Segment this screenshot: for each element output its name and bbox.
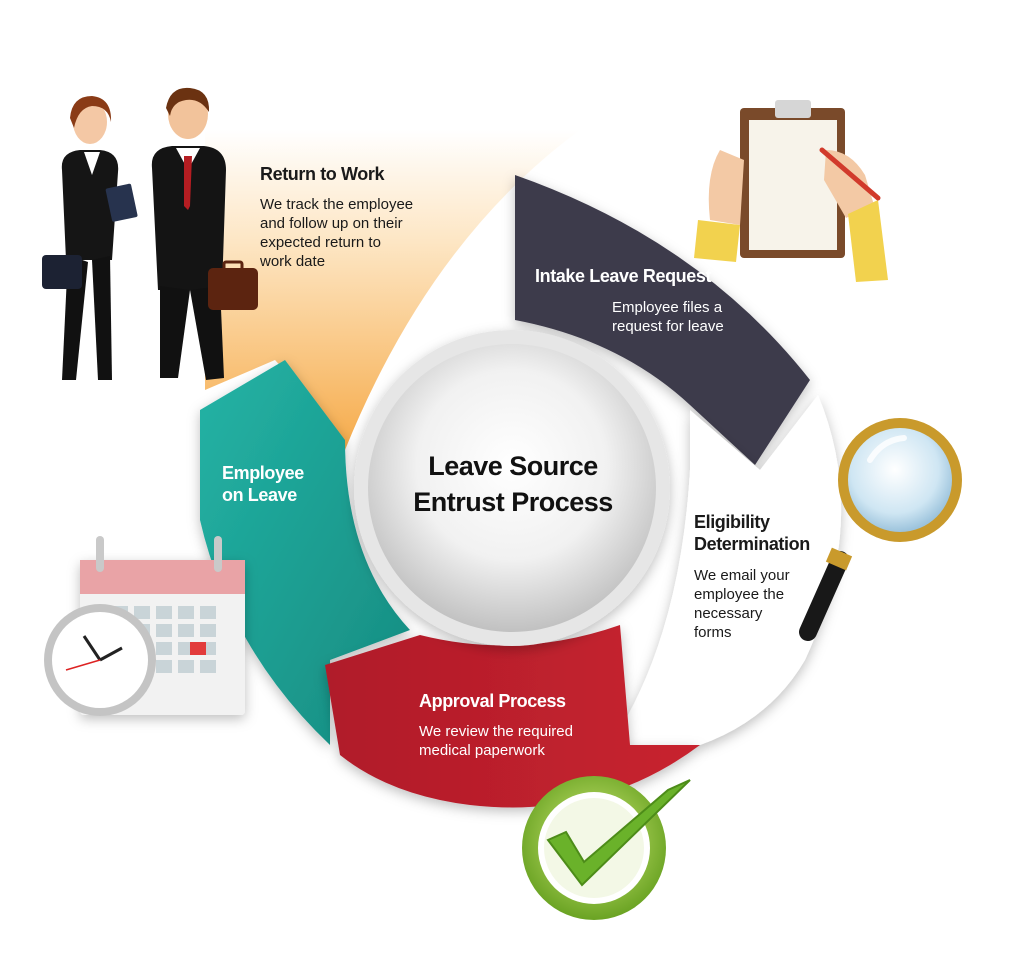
eligibility-determination-title: Eligibility Determination: [694, 511, 810, 555]
magnifying-glass-icon: [799, 418, 962, 641]
segment-employee-on-leave: [200, 360, 410, 745]
eligibility-desc-line: necessary: [694, 605, 763, 622]
intake-desc-line: Employee files a: [612, 299, 723, 316]
eligibility-title-line: Eligibility: [694, 512, 770, 532]
diagram-title-line-2: Entrust Process: [413, 487, 613, 517]
calendar-clock-icon: [44, 536, 245, 716]
return-to-work-desc-line: work date: [260, 253, 326, 270]
eligibility-title-line: Determination: [694, 534, 810, 554]
segment-intake-leave-request: [515, 175, 810, 465]
segment-return-to-work: [205, 130, 580, 450]
employee-on-leave-title: Employee on Leave: [222, 462, 304, 506]
return-to-work-desc-line: expected return to: [260, 234, 381, 251]
return-to-work-title: Return to Work: [260, 164, 385, 184]
diagram-title-line-1: Leave Source: [428, 451, 598, 481]
segment-eligibility-determination: [610, 395, 842, 745]
eligibility-desc-line: forms: [694, 624, 732, 641]
intake-leave-request-description: Employee files a request for leave: [612, 298, 724, 336]
checkmark-icon: [522, 776, 691, 920]
return-to-work-description: We track the employee and follow up on t…: [260, 195, 413, 271]
approval-desc-line: medical paperwork: [419, 742, 545, 759]
return-to-work-desc-line: and follow up on their: [260, 215, 403, 232]
business-people-icon: [42, 87, 258, 380]
approval-process-description: We review the required medical paperwork: [419, 722, 573, 760]
on-leave-title-line: Employee: [222, 463, 304, 483]
on-leave-title-line: on Leave: [222, 485, 297, 505]
approval-desc-line: We review the required: [419, 723, 573, 740]
intake-leave-request-title: Intake Leave Request: [535, 266, 712, 286]
diagram-title: Leave Source Entrust Process: [383, 448, 643, 520]
intake-desc-line: request for leave: [612, 318, 724, 335]
return-to-work-desc-line: We track the employee: [260, 196, 414, 213]
center-circle: [368, 344, 656, 632]
clipboard-icon: [694, 100, 888, 282]
eligibility-desc-line: We email your: [694, 567, 790, 584]
segment-approval-process: [325, 625, 700, 808]
eligibility-determination-description: We email your employee the necessary for…: [694, 566, 790, 642]
eligibility-desc-line: employee the: [694, 586, 785, 603]
approval-process-title: Approval Process: [419, 691, 566, 711]
